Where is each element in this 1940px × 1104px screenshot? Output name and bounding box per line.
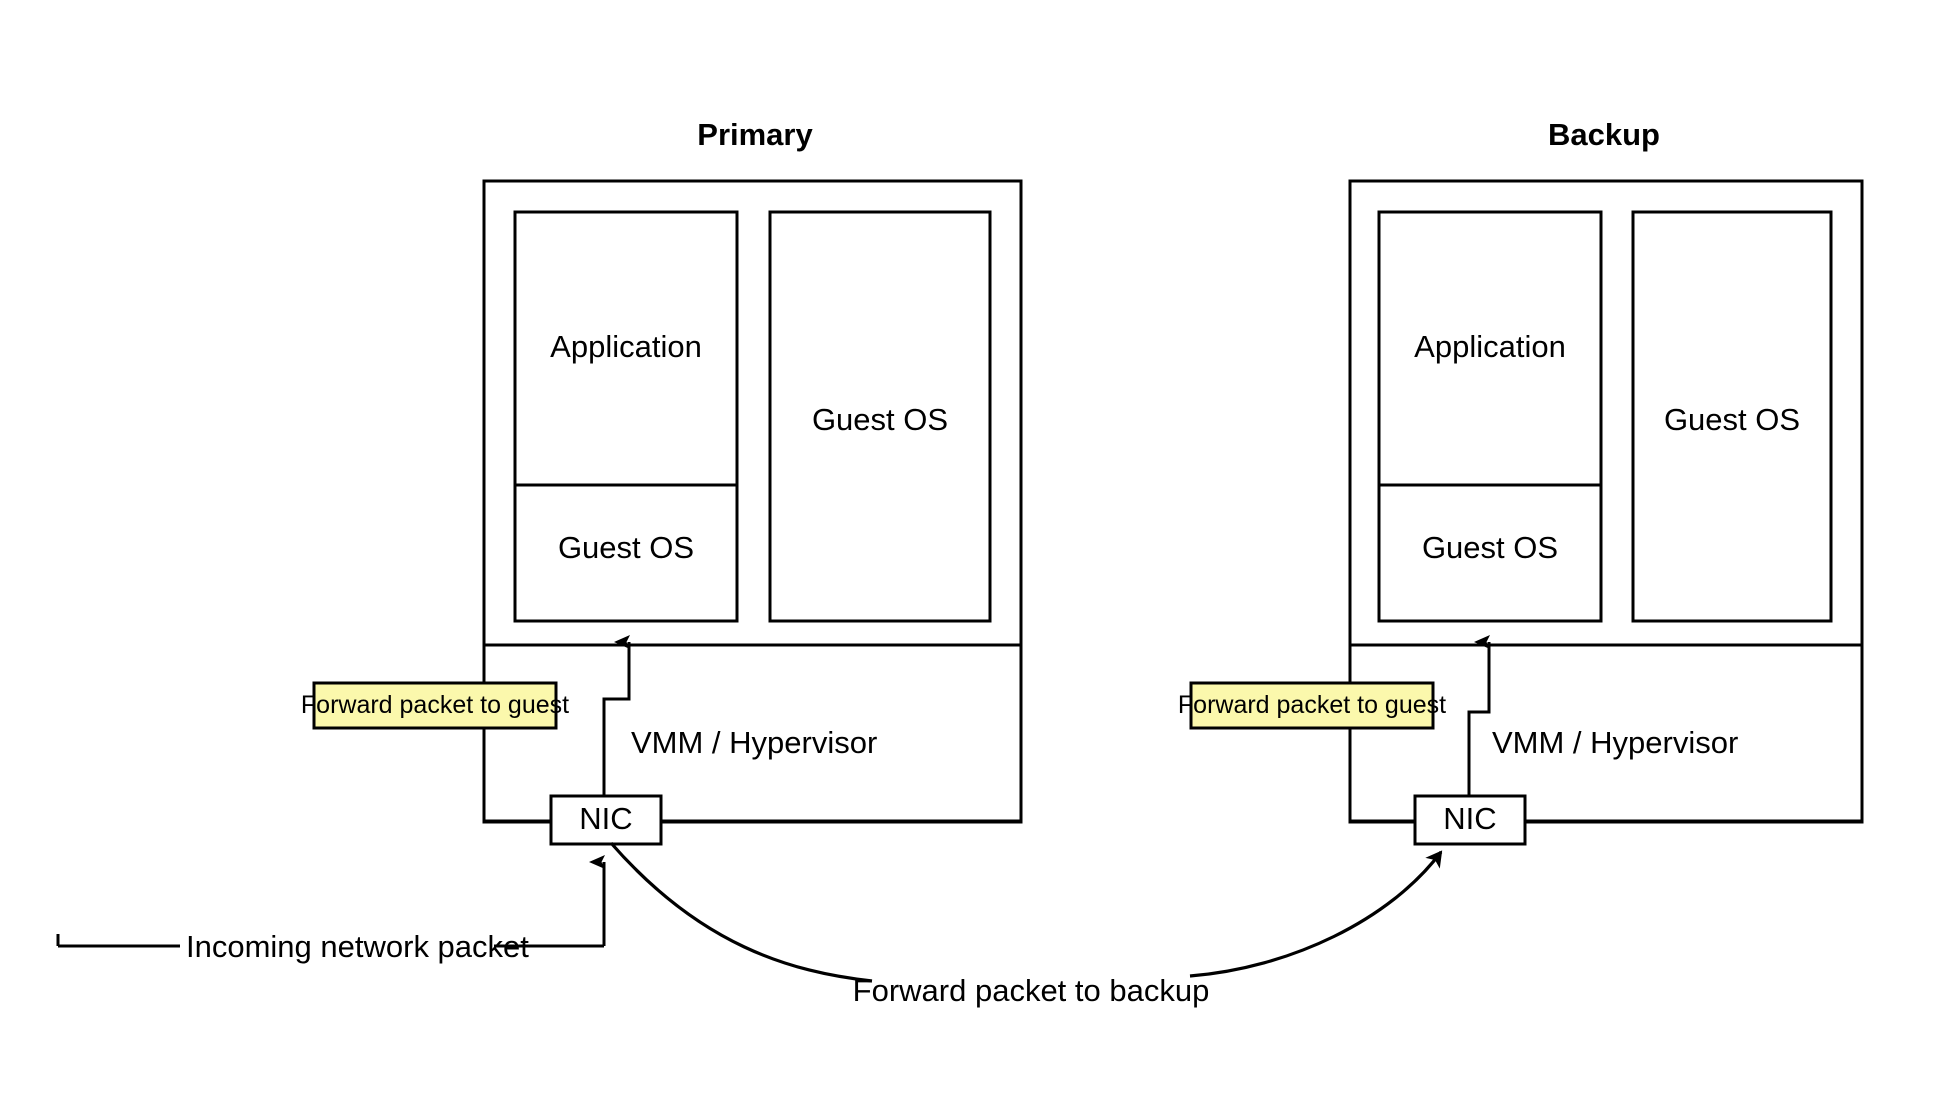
primary-forward-to-guest-arrow [602, 635, 631, 812]
primary-title: Primary [697, 117, 813, 152]
backup-guest-os-right-label: Guest OS [1664, 402, 1800, 437]
primary-vmm-label: VMM / Hypervisor [631, 725, 877, 760]
backup-forward-to-guest-arrow [1467, 635, 1491, 812]
primary-note-label: Forward packet to guest [301, 691, 569, 719]
forward-to-backup-label: Forward packet to backup [853, 973, 1210, 1008]
incoming-packet-label: Incoming network packet [186, 929, 529, 964]
primary-nic-box [549, 794, 663, 846]
primary-application-label: Application [550, 329, 702, 364]
backup-note-box [1189, 681, 1435, 730]
backup-vm-left-box [1377, 210, 1603, 623]
primary-guest-os-right-label: Guest OS [812, 402, 948, 437]
backup-vmm-label: VMM / Hypervisor [1492, 725, 1738, 760]
primary-nic-label: NIC [579, 801, 632, 836]
backup-note-label: Forward packet to guest [1178, 691, 1446, 719]
backup-title: Backup [1548, 117, 1660, 152]
forward-to-backup-curve-right [1189, 850, 1443, 978]
primary-note-box [312, 681, 558, 730]
incoming-packet-left-tick [56, 934, 180, 948]
backup-vm-right-box [1631, 210, 1833, 623]
backup-application-label: Application [1414, 329, 1566, 364]
backup-nic-label: NIC [1443, 801, 1496, 836]
primary-vm-right-box [768, 210, 992, 623]
forward-to-backup-curve-left [609, 841, 873, 983]
primary-vm-left-box [513, 210, 739, 623]
backup-guest-os-left-label: Guest OS [1422, 530, 1558, 565]
primary-guest-os-left-label: Guest OS [558, 530, 694, 565]
